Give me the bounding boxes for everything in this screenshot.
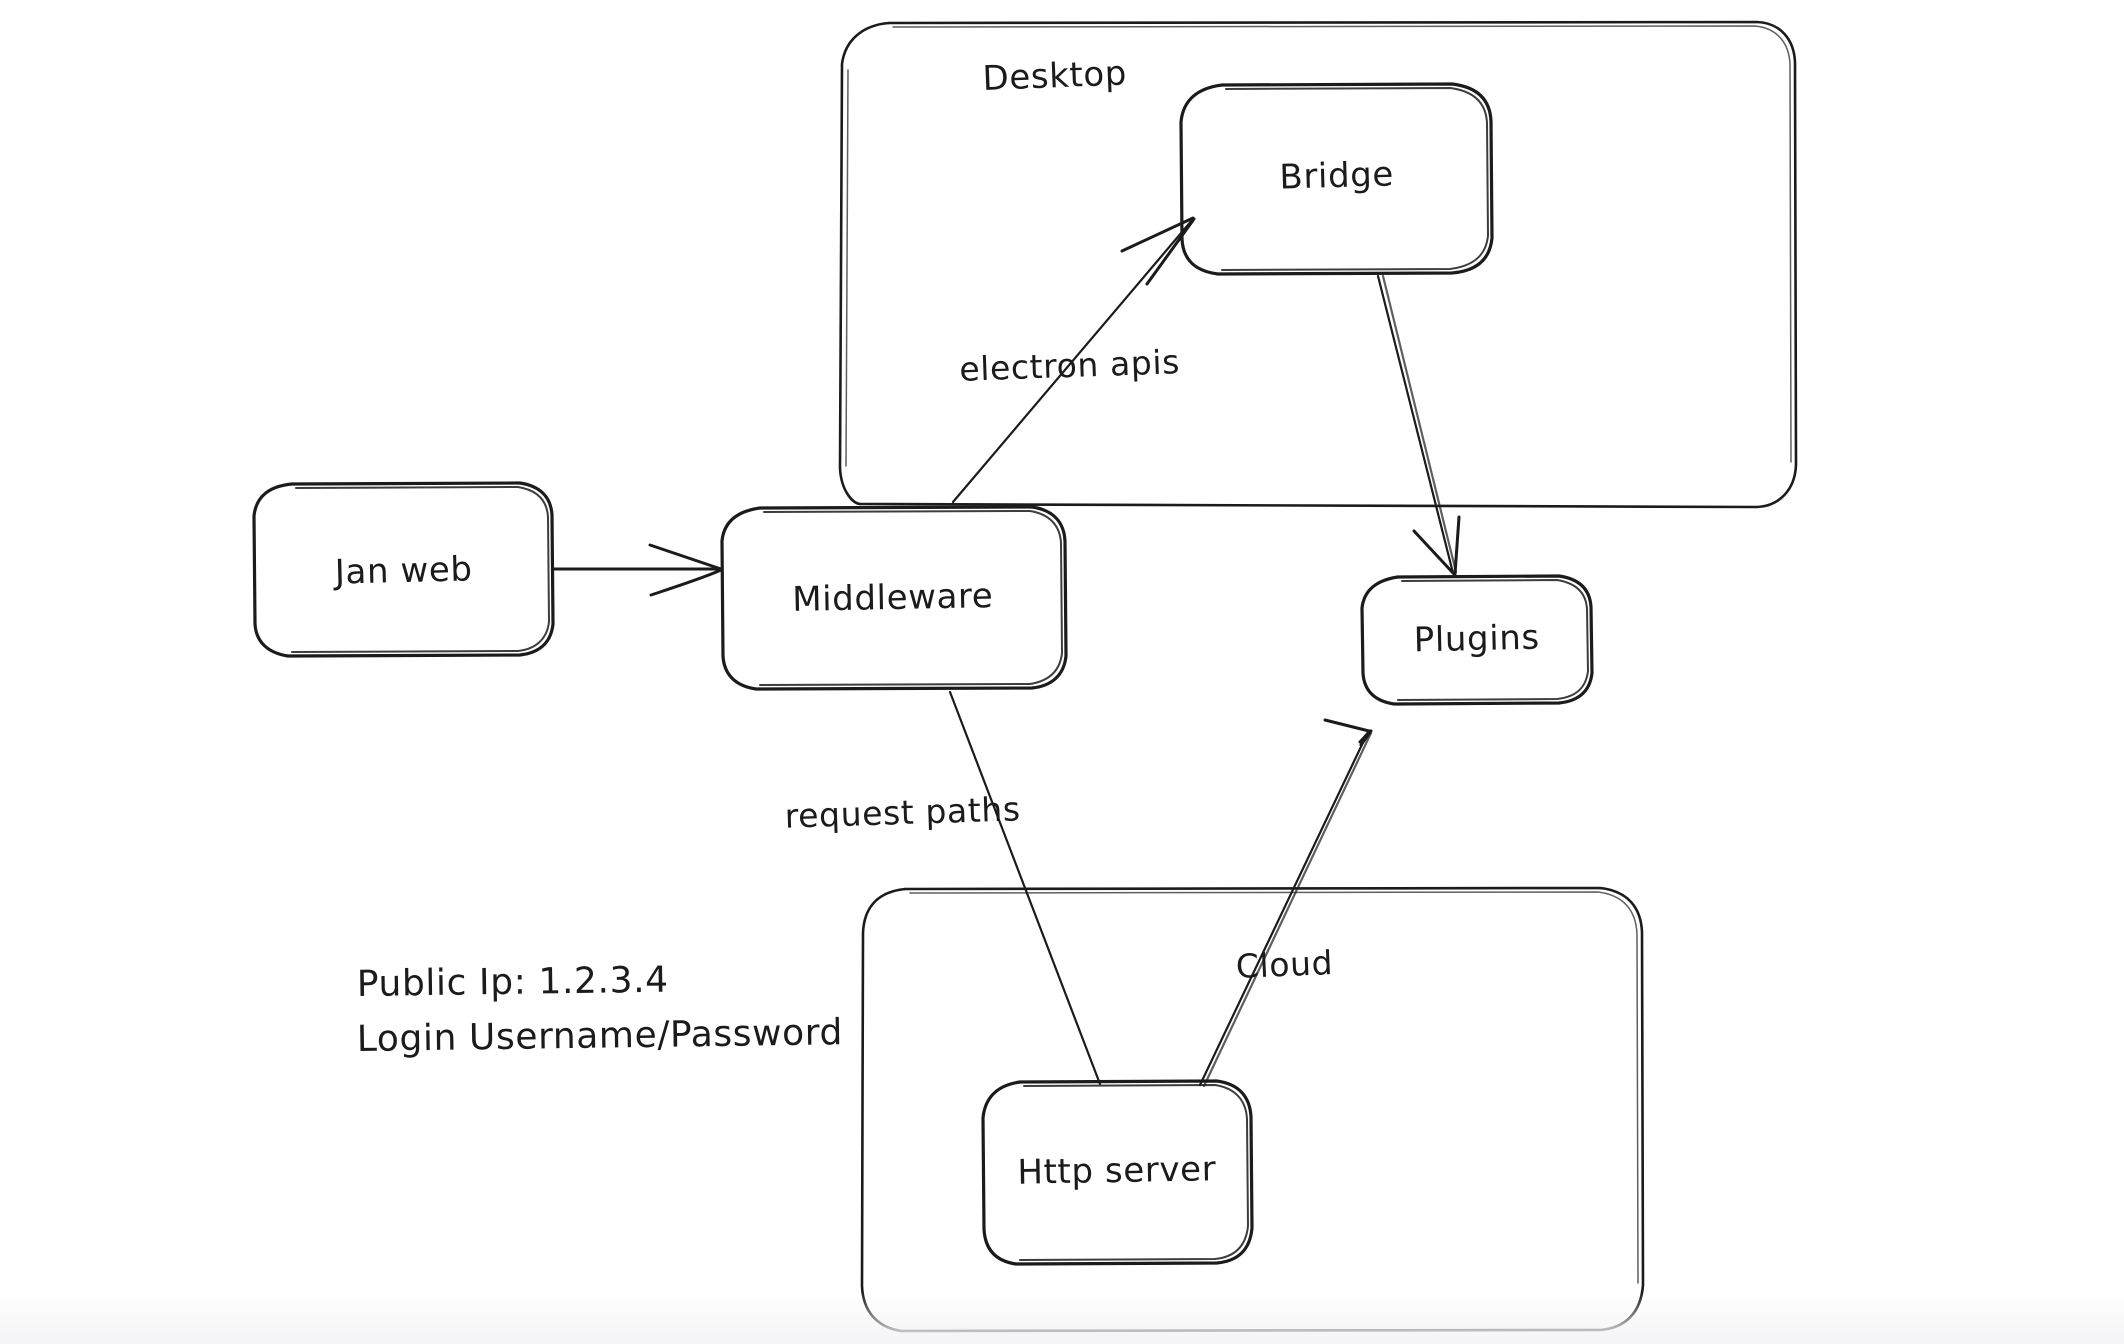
node-jan-web[interactable]: Jan web [252,481,555,658]
plugins-box-outline [1360,574,1594,706]
edge-middleware-to-bridge[interactable]: electron apis [951,216,1196,504]
node-plugins[interactable]: Plugins [1360,574,1594,706]
cloud-group-outline-echo [909,891,1639,1284]
group-desktop[interactable]: Desktop [838,20,1798,509]
desktop-group-outline-echo [892,25,1792,463]
edge-arrowhead-upper-jan [648,543,723,571]
node-label-http-server: Http server [1017,1149,1217,1192]
desktop-group-outline-echo-left [845,69,849,467]
middleware-box-outline [720,505,1068,691]
node-label-bridge: Bridge [1279,154,1395,197]
edge-jan-to-middleware[interactable] [552,543,723,597]
jan-web-box-outline-echo [291,486,550,653]
edge-arrowhead-lower-jan [649,568,723,597]
group-label-desktop: Desktop [982,53,1128,99]
edge-arrowhead-right-plugins-top [1453,515,1461,576]
edge-line-http-to-plugins-echo [1202,731,1373,1088]
edge-line-middleware-to-bridge [951,217,1195,504]
bridge-box-outline-echo [1221,87,1489,271]
edge-label-electron-apis: electron apis [959,342,1181,389]
jan-web-box-outline [252,481,555,658]
edge-http-to-plugins[interactable]: Cloud [1198,718,1373,1088]
node-bridge[interactable]: Bridge [1179,82,1494,276]
edge-line-http-to-plugins [1198,730,1370,1087]
edge-arrowhead-lower-bridge [1145,217,1196,286]
desktop-group-outline [858,20,1798,509]
edge-line-bridge-to-plugins-echo [1381,274,1458,574]
middleware-box-outline-echo [759,510,1063,686]
edge-arrowhead-mid-plugins-bl [1359,729,1373,747]
edge-label-cloud: Cloud [1235,943,1334,986]
bridge-box-outline [1179,82,1494,276]
http-server-box-outline [981,1079,1254,1266]
node-label-plugins: Plugins [1413,618,1540,661]
node-middleware[interactable]: Middleware [720,505,1068,691]
edge-middleware-to-http[interactable]: request paths [784,690,1102,1086]
node-label-jan-web: Jan web [332,549,473,592]
edge-arrowhead-upper-bridge [1120,216,1195,253]
edge-arrowhead-lower-plugins-bl [1323,718,1371,733]
edge-arrowhead-left-plugins-top [1412,529,1456,576]
annotation-login-credentials: Login Username/Password [357,1012,844,1060]
desktop-group-outline-left [838,21,891,506]
annotation-public-ip: Public Ip: 1.2.3.4 [357,960,669,1005]
node-http-server[interactable]: Http server [981,1079,1254,1266]
edge-line-bridge-to-plugins [1376,274,1455,575]
cloud-group-outline-left [860,887,907,1333]
plugins-box-outline-echo [1397,579,1589,701]
node-label-middleware: Middleware [792,576,994,620]
edge-bridge-to-plugins[interactable] [1376,274,1461,576]
annotation-block: Public Ip: 1.2.3.4 Login Username/Passwo… [357,960,844,1060]
http-server-box-outline-echo [1019,1084,1249,1261]
edge-line-middleware-to-http [948,690,1102,1086]
edge-label-request-paths: request paths [784,789,1021,835]
